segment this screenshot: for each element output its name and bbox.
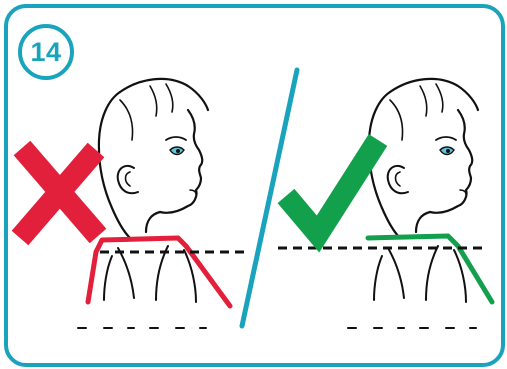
child-figure-left [78, 79, 208, 328]
cross-mark-icon [20, 148, 98, 238]
child-figure-right [348, 79, 478, 328]
correct-panel [278, 79, 492, 328]
check-mark-icon [286, 140, 378, 234]
incorrect-panel [20, 79, 250, 328]
